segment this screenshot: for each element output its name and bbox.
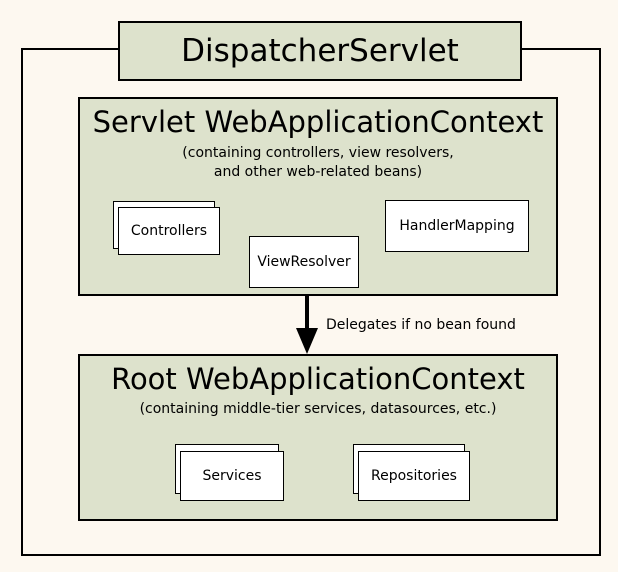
- handlermapping-bean: HandlerMapping: [385, 200, 529, 252]
- servlet-context-subtitle-line2: and other web-related beans): [213, 164, 423, 180]
- dispatcher-servlet-title: DispatcherServlet: [118, 21, 522, 81]
- root-context-title: Root WebApplicationContext: [111, 362, 525, 396]
- servlet-context-title: Servlet WebApplicationContext: [92, 105, 544, 139]
- delegation-arrow: [296, 296, 318, 354]
- delegation-arrow-label: Delegates if no bean found: [326, 317, 516, 333]
- services-bean: Services: [180, 451, 284, 501]
- controllers-bean: Controllers: [118, 207, 220, 255]
- servlet-context-subtitle-line1: (containing controllers, view resolvers,: [182, 145, 454, 161]
- root-webapplicationcontext: Root WebApplicationContext (containing m…: [78, 354, 558, 521]
- viewresolver-bean: ViewResolver: [249, 236, 359, 288]
- repositories-bean: Repositories: [358, 451, 470, 501]
- servlet-webapplicationcontext: Servlet WebApplicationContext (containin…: [78, 97, 558, 296]
- root-context-subtitle: (containing middle-tier services, dataso…: [139, 401, 497, 417]
